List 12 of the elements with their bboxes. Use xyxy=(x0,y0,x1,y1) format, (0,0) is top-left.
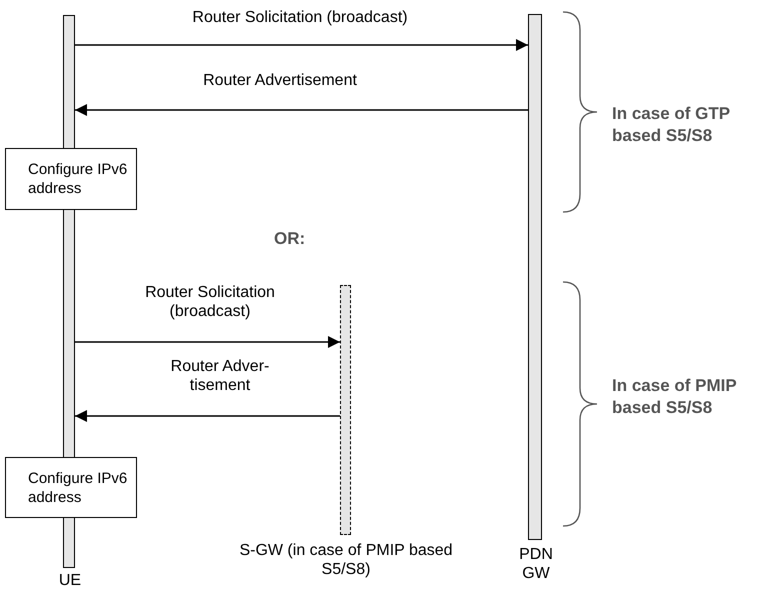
arrow xyxy=(75,336,340,348)
arrow xyxy=(75,410,340,422)
process-box: Configure IPv6 address xyxy=(5,148,137,210)
lifeline-label: UE xyxy=(58,571,82,590)
lifeline-label: PDN GW xyxy=(518,545,554,583)
lifeline-label: S-GW (in case of PMIP based S5/S8) xyxy=(238,541,454,579)
scope-note: In case of PMIP based S5/S8 xyxy=(612,375,738,419)
process-box: Configure IPv6 address xyxy=(5,457,137,518)
arrow xyxy=(75,104,528,116)
separator-text: OR: xyxy=(274,228,306,250)
scope-note: In case of GTP based S5/S8 xyxy=(612,103,731,147)
arrow xyxy=(75,39,528,51)
